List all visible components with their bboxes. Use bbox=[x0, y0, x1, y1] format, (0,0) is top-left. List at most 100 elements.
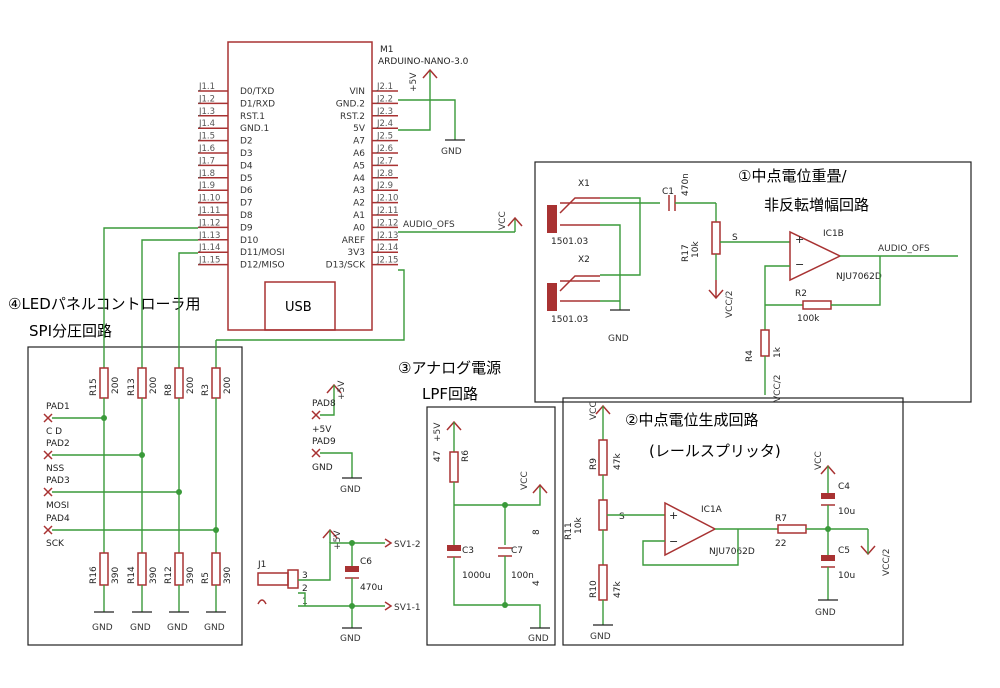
sv1-1-label: SV1-1 bbox=[394, 603, 421, 613]
right-pin-name: A4 bbox=[353, 174, 365, 184]
right-pin-name: 5V bbox=[353, 124, 366, 134]
left-pin-name: D8 bbox=[240, 211, 253, 221]
svg-text:8: 8 bbox=[532, 529, 542, 535]
vcc-label-s2: VCC bbox=[589, 401, 599, 420]
gnd-label-s4: GND bbox=[130, 623, 151, 633]
right-pin-j: J2.9 bbox=[376, 181, 393, 191]
left-pin-j: J1.2 bbox=[198, 94, 215, 104]
left-pin-j: J1.9 bbox=[198, 181, 215, 191]
left-pin-j: J1.4 bbox=[198, 119, 215, 129]
vcc2-label-s2: VCC/2 bbox=[882, 549, 892, 576]
left-pin-name: GND.1 bbox=[240, 124, 269, 134]
right-pin-name: 3V3 bbox=[347, 248, 365, 258]
r11-value: 10k bbox=[574, 517, 584, 534]
right-pin-j: J2.10 bbox=[376, 194, 398, 204]
right-pin-name: A6 bbox=[353, 149, 365, 159]
left-pin-j: J1.3 bbox=[198, 107, 215, 117]
resistor-bottom-label: R12 bbox=[164, 566, 174, 584]
right-pin-j: J2.3 bbox=[376, 107, 393, 117]
resistor-bottom bbox=[174, 552, 184, 586]
gnd-label-s4: GND bbox=[92, 623, 113, 633]
r10-label: R10 bbox=[589, 580, 599, 598]
p5v-label-pad8: +5V bbox=[337, 380, 347, 400]
r17-label: R17 bbox=[681, 244, 691, 262]
svg-text:−: − bbox=[795, 258, 804, 271]
resistor-bottom-value: 390 bbox=[223, 567, 233, 584]
svg-text:+: + bbox=[795, 233, 804, 246]
right-pin-name: RST.2 bbox=[340, 112, 365, 122]
left-pin-j: J1.1 bbox=[198, 82, 215, 92]
left-pin-name: D7 bbox=[240, 199, 253, 209]
resistor-bottom-label: R16 bbox=[89, 566, 99, 584]
ic1b-model: NJU7062D bbox=[836, 272, 882, 282]
left-pin-name: D2 bbox=[240, 137, 253, 147]
x1-label: X1 bbox=[578, 179, 590, 189]
gnd-label-c6: GND bbox=[340, 634, 361, 644]
left-pin-name: D12/MISO bbox=[240, 261, 285, 271]
right-pin-name: A5 bbox=[353, 161, 365, 171]
resistor-top-label: R8 bbox=[164, 384, 174, 396]
right-pin-j: J2.4 bbox=[376, 119, 393, 129]
gnd-label-s3: GND bbox=[528, 634, 549, 644]
usb-label: USB bbox=[285, 300, 312, 315]
ic1b-label: IC1B bbox=[823, 229, 844, 239]
arduino-model: ARDUINO-NANO-3.0 bbox=[378, 57, 469, 67]
c3-value: 1000u bbox=[462, 571, 491, 581]
svg-text:2: 2 bbox=[302, 584, 308, 594]
left-pin-j: J1.12 bbox=[198, 218, 220, 228]
audio-ofs-label-1: AUDIO_OFS bbox=[403, 220, 455, 230]
resistor-top-value: 200 bbox=[111, 377, 121, 394]
pad9-net: GND bbox=[312, 463, 333, 473]
right-pin-j: J2.7 bbox=[376, 156, 393, 166]
left-pin-j: J1.8 bbox=[198, 169, 215, 179]
right-pin-name: A0 bbox=[353, 223, 365, 233]
r7-value: 22 bbox=[775, 539, 786, 549]
right-pin-j: J2.12 bbox=[376, 218, 398, 228]
arduino-power-wiring: GND +5V AUDIO_OFS VCC bbox=[216, 68, 523, 341]
right-pin-j: J2.1 bbox=[376, 82, 393, 92]
r17-value: 10k bbox=[691, 241, 701, 258]
arduino-right-pins: J2.1VINJ2.2GND.2J2.3RST.2J2.45VJ2.5A7J2.… bbox=[326, 82, 399, 271]
left-pin-name: D9 bbox=[240, 223, 253, 233]
gnd-label-s4: GND bbox=[167, 623, 188, 633]
resistor-top bbox=[211, 367, 221, 399]
pad-label: PAD4 bbox=[46, 514, 70, 524]
r2-value: 100k bbox=[797, 314, 820, 324]
svg-text:−: − bbox=[669, 535, 678, 548]
r10-value: 47k bbox=[613, 581, 623, 598]
gnd-label-s4: GND bbox=[204, 623, 225, 633]
sv1-2-label: SV1-2 bbox=[394, 540, 421, 550]
ic1a-model: NJU7062D bbox=[709, 547, 755, 557]
resistor-top-value: 200 bbox=[186, 377, 196, 394]
right-pin-j: J2.8 bbox=[376, 169, 393, 179]
r6-label: R6 bbox=[461, 450, 471, 462]
c5-value: 10u bbox=[838, 571, 855, 581]
resistor-bottom-value: 390 bbox=[111, 567, 121, 584]
pad-label: PAD3 bbox=[46, 476, 70, 486]
resistor-bottom-value: 390 bbox=[149, 567, 159, 584]
vcc-label-s3: VCC bbox=[520, 471, 530, 490]
resistor-top bbox=[137, 367, 147, 399]
svg-text:4: 4 bbox=[532, 580, 542, 586]
section-1-box: ①中点電位重畳/ 非反転増幅回路 X1 X2 1501.03 1501.03 G… bbox=[534, 161, 972, 403]
audio-ofs-label-2: AUDIO_OFS bbox=[878, 244, 930, 254]
p5v-label-c6: +5V bbox=[333, 530, 343, 550]
c3-label: C3 bbox=[462, 546, 474, 556]
section-3-title-line1: ③アナログ電源 bbox=[398, 359, 501, 377]
pad-signal: MOSI bbox=[46, 501, 69, 511]
r11-label: R11 bbox=[564, 522, 574, 540]
resistor-top-label: R3 bbox=[201, 384, 211, 396]
c7-label: C7 bbox=[511, 546, 523, 556]
left-pin-j: J1.14 bbox=[198, 243, 220, 253]
resistor-top bbox=[99, 367, 109, 399]
right-pin-name: A1 bbox=[353, 211, 365, 221]
section-2-box: ②中点電位生成回路 (レールスプリッタ) VCC R9 47k R11 10k … bbox=[562, 397, 904, 646]
right-pin-j: J2.2 bbox=[376, 94, 393, 104]
p5v-label-arduino: +5V bbox=[409, 72, 419, 92]
resistor-bottom bbox=[211, 552, 221, 586]
resistor-bottom-label: R5 bbox=[201, 572, 211, 584]
left-pin-name: D10 bbox=[240, 236, 259, 246]
